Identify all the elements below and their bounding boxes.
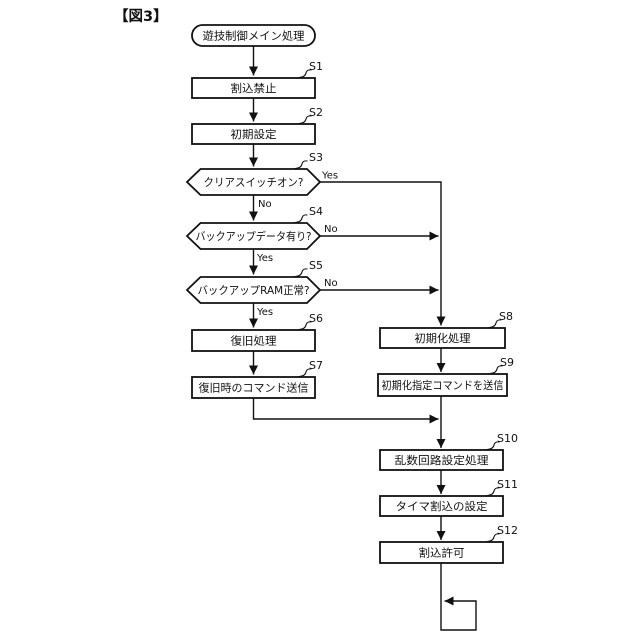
process-label-s10: 乱数回路設定処理 bbox=[395, 453, 489, 467]
label-s4-no: No bbox=[324, 224, 338, 235]
leader-s3 bbox=[292, 160, 308, 170]
process-box-s1 bbox=[191, 77, 316, 99]
leader-s2 bbox=[296, 115, 312, 125]
decision-s3 bbox=[185, 168, 322, 196]
leader-s8 bbox=[486, 319, 502, 329]
process-label-s6: 復旧処理 bbox=[231, 335, 277, 348]
process-box-s2 bbox=[191, 123, 316, 145]
leader-s11 bbox=[484, 487, 500, 497]
edge-s7-merge bbox=[252, 398, 439, 424]
step-label-s11: S11 bbox=[497, 478, 518, 491]
node-s4: バックアップデータ有り? S4 bbox=[185, 205, 323, 250]
step-label-s9: S9 bbox=[500, 356, 514, 369]
step-label-s6: S6 bbox=[309, 312, 323, 325]
decision-label-s3: クリアスイッチオン? bbox=[204, 176, 304, 189]
process-box-s12 bbox=[379, 541, 504, 564]
step-label-s5: S5 bbox=[309, 259, 323, 272]
label-s4-yes: Yes bbox=[256, 253, 273, 264]
process-box-s9 bbox=[377, 373, 508, 397]
step-label-s8: S8 bbox=[499, 310, 513, 323]
node-s5: バックアップRAM正常? S5 bbox=[185, 259, 323, 304]
decision-s5 bbox=[185, 276, 322, 304]
leader-s12 bbox=[484, 533, 500, 543]
process-box-s11 bbox=[379, 495, 504, 517]
leader-s6 bbox=[296, 321, 312, 331]
process-label-s9: 初期化指定コマンドを送信 bbox=[382, 378, 504, 392]
step-label-s10: S10 bbox=[497, 432, 518, 445]
label-s5-no: No bbox=[324, 278, 338, 289]
node-s11: タイマ割込の設定 S11 bbox=[379, 478, 518, 517]
node-s2: 初期設定 S2 bbox=[191, 106, 323, 145]
node-s9: 初期化指定コマンドを送信 S9 bbox=[377, 356, 514, 397]
edge-s3-yes-s8 bbox=[320, 181, 446, 326]
process-box-s6 bbox=[191, 329, 316, 352]
process-box-s8 bbox=[379, 327, 506, 349]
process-box-s10 bbox=[379, 449, 504, 471]
leader-s10 bbox=[484, 441, 500, 451]
process-label-s2: 初期設定 bbox=[231, 127, 277, 141]
node-s8: 初期化処理 S8 bbox=[379, 310, 513, 349]
step-label-s7: S7 bbox=[309, 359, 323, 372]
process-label-s7: 復旧時のコマンド送信 bbox=[199, 381, 309, 395]
node-s7: 復旧時のコマンド送信 S7 bbox=[191, 359, 323, 399]
figure-tag: 【図3】 bbox=[114, 8, 168, 25]
process-label-s12: 割込許可 bbox=[419, 546, 465, 560]
node-s10: 乱数回路設定処理 S10 bbox=[379, 432, 518, 471]
node-s12: 割込許可 S12 bbox=[379, 524, 518, 564]
leader-s5 bbox=[292, 268, 308, 278]
node-s6: 復旧処理 S6 bbox=[191, 312, 323, 352]
step-label-s2: S2 bbox=[309, 106, 323, 119]
leader-s1 bbox=[296, 69, 312, 79]
step-label-s3: S3 bbox=[309, 151, 323, 164]
leader-s7 bbox=[296, 368, 312, 378]
decision-s4 bbox=[185, 222, 322, 250]
terminal-start bbox=[191, 24, 316, 47]
branch-labels: Yes No No Yes No Yes bbox=[256, 171, 338, 319]
step-label-s12: S12 bbox=[497, 524, 518, 537]
decision-label-s4: バックアップデータ有り? bbox=[196, 229, 312, 243]
terminal-start-label: 遊技制御メイン処理 bbox=[203, 29, 305, 43]
label-s3-yes: Yes bbox=[321, 171, 338, 182]
process-label-s1: 割込禁止 bbox=[231, 81, 277, 95]
edge-s12-loop-back bbox=[440, 563, 477, 631]
leader-s9 bbox=[487, 365, 503, 375]
label-s3-no: No bbox=[258, 199, 272, 210]
step-label-s4: S4 bbox=[309, 205, 323, 218]
process-label-s11: タイマ割込の設定 bbox=[396, 499, 488, 513]
process-label-s8: 初期化処理 bbox=[415, 331, 471, 345]
leader-s4 bbox=[292, 214, 308, 224]
label-s5-yes: Yes bbox=[256, 307, 273, 318]
node-start: 遊技制御メイン処理 bbox=[191, 24, 316, 47]
step-label-s1: S1 bbox=[309, 60, 323, 73]
decision-label-s5: バックアップRAM正常? bbox=[198, 284, 310, 297]
node-s1: 割込禁止 S1 bbox=[191, 60, 323, 99]
node-s3: クリアスイッチオン? S3 bbox=[185, 151, 323, 196]
edges bbox=[249, 46, 477, 631]
process-box-s7 bbox=[191, 376, 316, 399]
